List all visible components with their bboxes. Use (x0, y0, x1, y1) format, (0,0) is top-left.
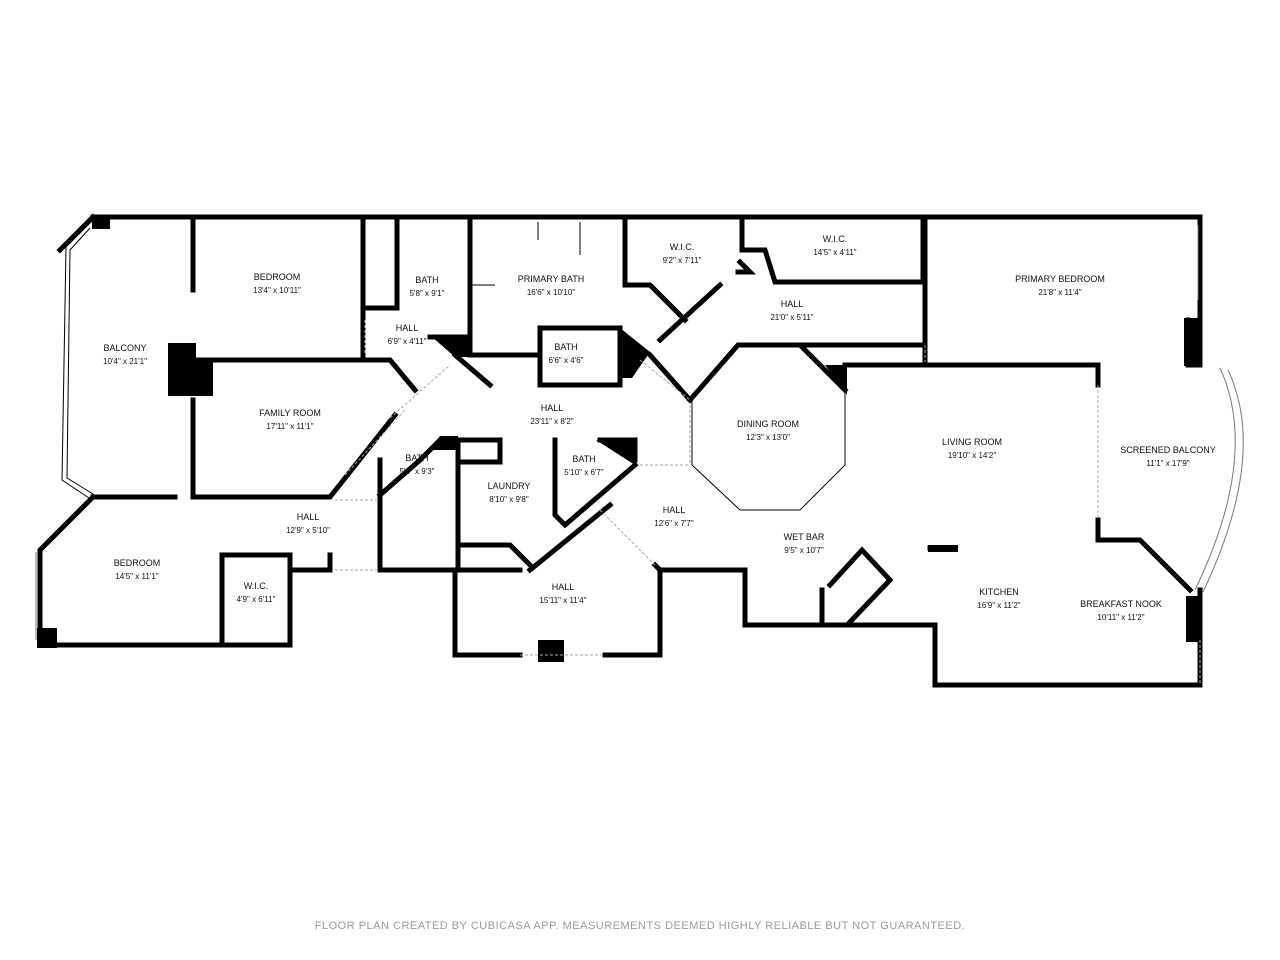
room-dim-wic-3: 4'9" x 6'11" (237, 595, 276, 604)
room-dim-wic-1: 9'2" x 7'11" (663, 256, 702, 265)
room-name-bedroom-2: BEDROOM (114, 558, 161, 568)
room-name-hall-4: HALL (297, 512, 320, 522)
wall-blocks (37, 215, 1200, 662)
room-name-wic-1: W.I.C. (670, 242, 695, 252)
room-dim-hall-1: 6'9" x 4'11" (388, 337, 427, 346)
room-name-bedroom-1: BEDROOM (254, 272, 301, 282)
room-dim-bedroom-1: 13'4" x 10'11" (253, 286, 301, 295)
room-name-living-room: LIVING ROOM (942, 437, 1002, 447)
room-name-hall-2: HALL (781, 299, 804, 309)
room-dim-bedroom-2: 14'5" x 11'1" (115, 572, 158, 581)
room-name-bath-2: BATH (554, 342, 577, 352)
room-name-bath-4: BATH (572, 454, 595, 464)
room-name-wic-2: W.I.C. (823, 234, 848, 244)
room-name-hall-6: HALL (552, 582, 575, 592)
room-name-bath-3: BATH (405, 453, 428, 463)
room-dim-hall-2: 21'0" x 5'11" (770, 313, 813, 322)
room-name-wic-3: W.I.C. (244, 581, 269, 591)
room-name-laundry: LAUNDRY (488, 481, 531, 491)
room-dim-dining-room: 12'3" x 13'0" (746, 433, 790, 442)
room-dim-balcony: 10'4" x 21'1" (103, 357, 147, 366)
room-dim-bath-2: 6'6" x 4'6" (549, 356, 584, 365)
room-name-wet-bar: WET BAR (784, 532, 825, 542)
room-name-dining-room: DINING ROOM (737, 419, 799, 429)
room-name-hall-5: HALL (663, 505, 686, 515)
room-name-screened-balcony: SCREENED BALCONY (1120, 445, 1216, 455)
room-name-hall-1: HALL (396, 323, 419, 333)
room-name-breakfast-nook: BREAKFAST NOOK (1080, 599, 1162, 609)
room-dim-hall-4: 12'9" x 5'10" (286, 526, 330, 535)
room-dim-hall-3: 23'11" x 8'2" (530, 417, 573, 426)
room-dim-screened-balcony: 11'1" x 17'9" (1146, 459, 1189, 468)
footer-disclaimer: FLOOR PLAN CREATED BY CUBICASA APP. MEAS… (314, 920, 966, 932)
room-dim-family-room: 17'11" x 11'1" (266, 422, 313, 431)
room-name-bath-1: BATH (415, 275, 438, 285)
room-dim-laundry: 8'10" x 9'8" (489, 495, 529, 504)
room-name-family-room: FAMILY ROOM (259, 408, 321, 418)
room-name-primary-bath: PRIMARY BATH (518, 274, 585, 284)
room-name-kitchen: KITCHEN (979, 587, 1019, 597)
room-dim-bath-1: 5'8" x 9'1" (410, 289, 445, 298)
room-dim-bath-3: 5'6" x 9'3" (400, 467, 435, 476)
room-name-primary-bedroom: PRIMARY BEDROOM (1015, 274, 1105, 284)
room-dim-kitchen: 16'9" x 11'2" (977, 601, 1020, 610)
room-name-hall-3: HALL (541, 403, 564, 413)
room-dim-breakfast-nook: 10'11" x 11'2" (1097, 613, 1144, 622)
room-dim-primary-bedroom: 21'8" x 11'4" (1038, 288, 1081, 297)
room-labels: BALCONY 10'4" x 21'1" BEDROOM 13'4" x 10… (103, 234, 1216, 622)
room-dim-hall-6: 15'11" x 11'4" (539, 596, 586, 605)
room-dim-bath-4: 5'10" x 6'7" (564, 468, 604, 477)
door-openings (335, 225, 1201, 685)
room-dim-hall-5: 12'6" x 7'7" (654, 519, 694, 528)
room-name-balcony: BALCONY (103, 343, 146, 353)
room-dim-living-room: 19'10" x 14'2" (948, 451, 996, 460)
room-dim-wic-2: 14'5" x 4'11" (813, 248, 856, 257)
room-dim-wet-bar: 9'5" x 10'7" (784, 546, 824, 555)
room-dim-primary-bath: 16'6" x 10'10" (527, 288, 575, 297)
